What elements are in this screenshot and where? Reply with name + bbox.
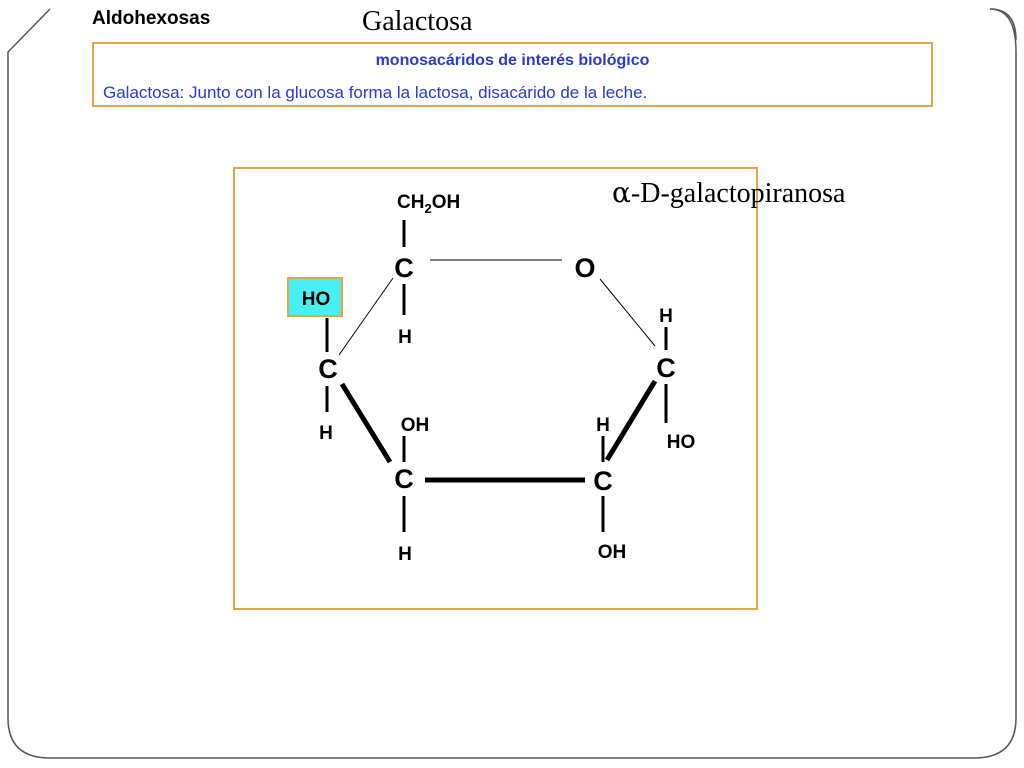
bond-c4-c3 [339,382,393,464]
c1-hydroxyl: HO [667,432,696,453]
bond-o-c1 [599,278,656,347]
c5-carbon: C [394,253,414,283]
structure-box [233,167,758,610]
alpha-symbol: α [612,176,631,209]
c2-hydroxyl: OH [598,542,627,563]
c1-carbon: C [656,353,676,383]
category-heading: Aldohexosas [92,8,211,29]
c2-hydrogen: H [596,415,610,436]
bond-c1-c2 [604,379,658,462]
c2-carbon: C [593,466,613,496]
c4-hydroxyl-highlight [287,277,343,317]
page-title: Galactosa [362,6,473,37]
c3-hydroxyl: OH [401,415,430,436]
bond-c4-c5 [338,277,394,356]
info-text: Galactosa: Junto con la glucosa forma la… [103,83,648,102]
c5-hydrogen: H [398,327,412,348]
c4-carbon: C [318,354,338,384]
structure-name: α-D-galactopiranosa [612,176,846,210]
c4-hydrogen: H [319,423,333,444]
c3-hydrogen: H [398,544,412,565]
c1-hydrogen: H [659,306,673,327]
info-box: monosacáridos de interés biológico Galac… [92,42,933,107]
structure-name-text: -D-galactopiranosa [630,178,846,209]
ch2oh-group: CH2OH [397,192,460,216]
c3-carbon: C [394,464,414,494]
ring-oxygen: O [574,253,595,283]
c4-hydroxyl: HO [302,289,331,310]
info-title: monosacáridos de interés biológico [375,52,650,69]
